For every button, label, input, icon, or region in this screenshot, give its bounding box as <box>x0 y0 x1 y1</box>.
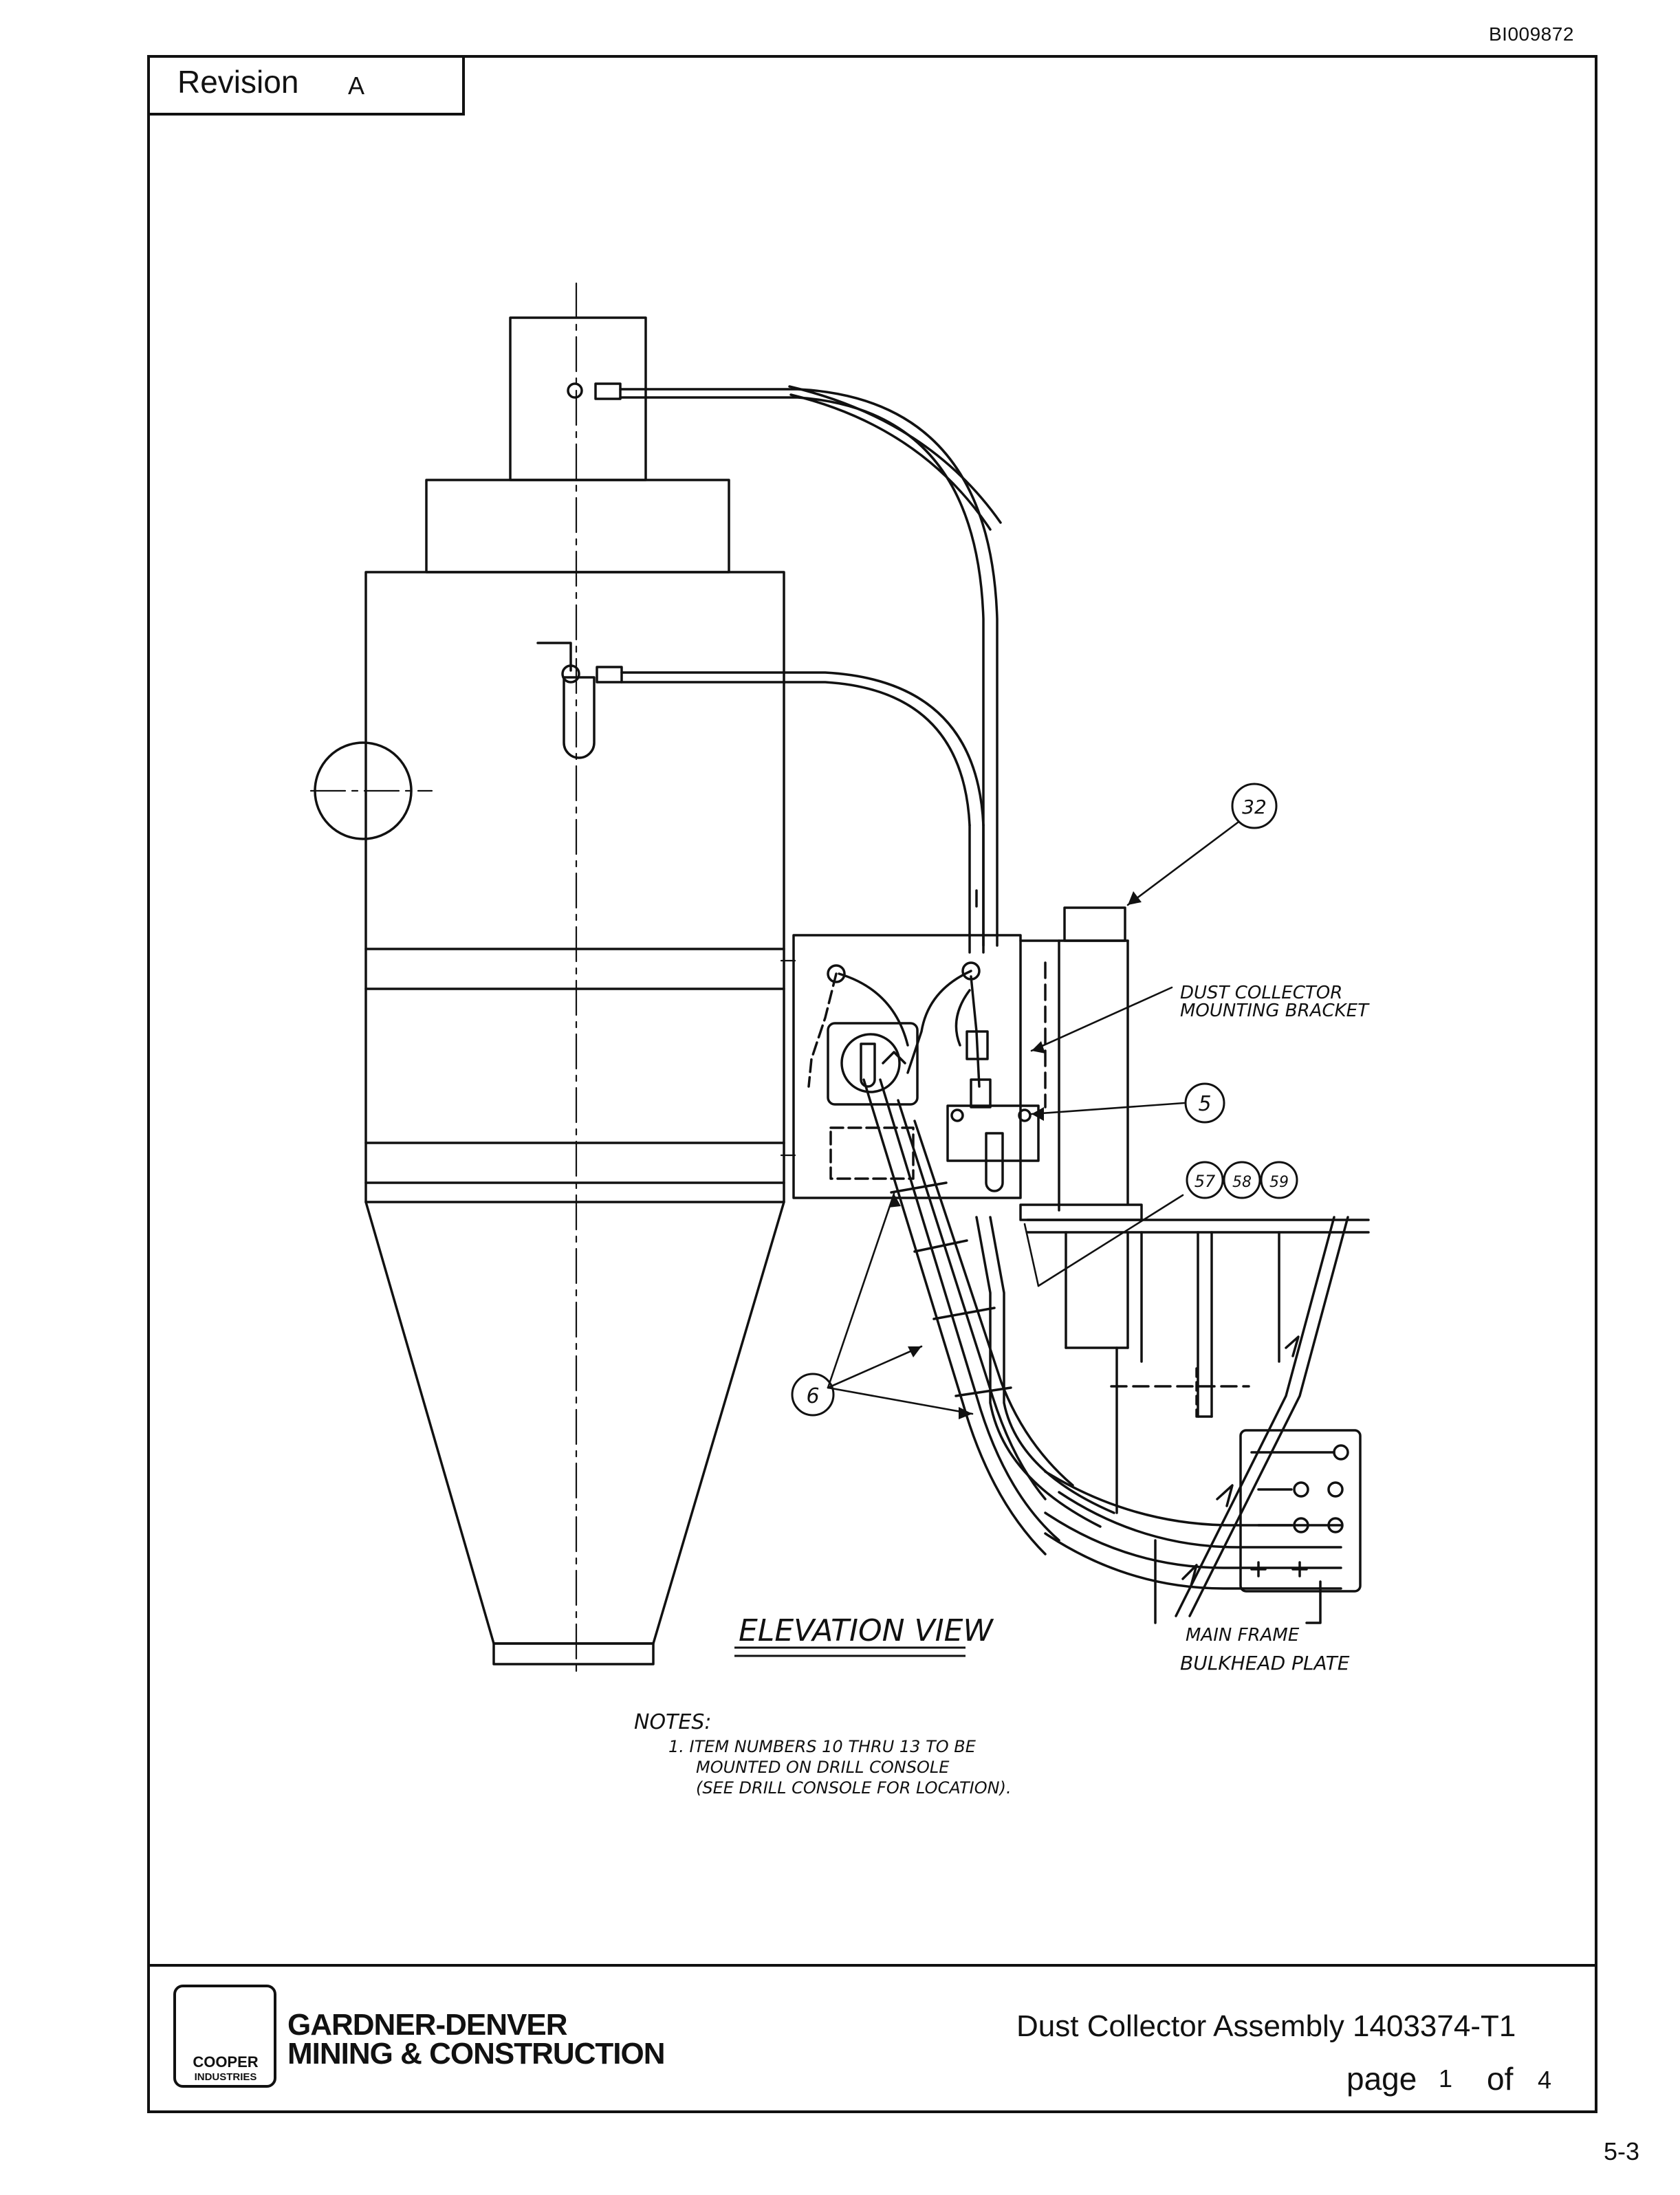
company-name-line1: GARDNER-DENVER <box>287 2008 567 2042</box>
plate-label-line1: MAIN FRAME <box>1186 1625 1300 1646</box>
document-title: Dust Collector Assembly 1403374-T1 <box>1016 2009 1516 2043</box>
callout-circle-32 <box>1231 783 1278 829</box>
callout-circle-6 <box>791 1373 835 1417</box>
hose-bundle <box>862 1078 1342 1590</box>
document-id: BI009872 <box>1489 23 1574 45</box>
callout-circle-57 <box>1186 1161 1224 1199</box>
callout-circle-59 <box>1260 1161 1298 1199</box>
callout-6: 6 <box>806 1384 819 1408</box>
callout-circle-5 <box>1184 1082 1225 1124</box>
collector-body <box>314 316 785 1666</box>
page-of-label: of <box>1487 2061 1514 2097</box>
company-name-line2: MINING & CONSTRUCTION <box>287 2037 666 2071</box>
main-frame <box>1019 1203 1370 1624</box>
page-code: 5-3 <box>1604 2137 1640 2165</box>
plate-label-line2: BULKHEAD PLATE <box>1180 1652 1350 1674</box>
page-label: page <box>1346 2061 1417 2097</box>
revision-label: Revision <box>177 64 299 100</box>
drawing-frame <box>147 55 1597 2113</box>
callout-5: 5 <box>1198 1092 1211 1116</box>
notes-line-3: (SEE DRILL CONSOLE FOR LOCATION). <box>696 1778 1012 1798</box>
title-block-separator <box>147 1964 1597 1967</box>
logo-brand-text: COOPER <box>193 2053 259 2071</box>
bracket-label-line1: DUST COLLECTOR <box>1180 983 1342 1003</box>
revision-box <box>147 55 465 116</box>
page-number: 1 <box>1439 2064 1453 2093</box>
mounting-bracket <box>792 906 1129 1212</box>
view-title: ELEVATION VIEW <box>739 1613 994 1648</box>
page-total: 4 <box>1538 2066 1552 2094</box>
upper-fittings <box>536 382 623 759</box>
notes-heading: NOTES: <box>634 1710 712 1734</box>
callout-32: 32 <box>1242 796 1267 818</box>
callout-circle-58 <box>1223 1161 1261 1199</box>
notes-line-1: 1. ITEM NUMBERS 10 THRU 13 TO BE <box>668 1737 977 1756</box>
leader-lines <box>827 821 1239 1415</box>
callout-59: 59 <box>1269 1174 1289 1191</box>
revision-value: A <box>348 72 365 100</box>
callout-57: 57 <box>1194 1172 1216 1191</box>
callout-58: 58 <box>1232 1174 1252 1191</box>
hose-routes <box>619 385 1002 954</box>
company-logo <box>173 1985 276 2088</box>
logo-sub-text: INDUSTRIES <box>194 2071 257 2083</box>
notes-line-2: MOUNTED ON DRILL CONSOLE <box>696 1758 950 1777</box>
bracket-label-line2: MOUNTING BRACKET <box>1180 1001 1370 1021</box>
